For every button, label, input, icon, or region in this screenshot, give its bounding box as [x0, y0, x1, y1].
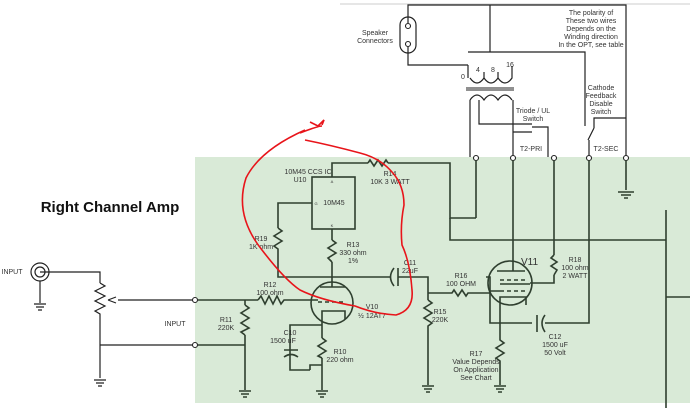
svg-text:R17: R17	[470, 351, 483, 358]
r12-resistor: R12 100 ohm	[256, 282, 318, 306]
svg-text:220K: 220K	[218, 325, 235, 332]
svg-text:10M45 CCS IC: 10M45 CCS IC	[284, 169, 331, 176]
svg-text:1K ohm: 1K ohm	[249, 244, 273, 251]
volume-potentiometer[interactable]	[93, 282, 195, 387]
svg-text:2 WATT: 2 WATT	[563, 273, 589, 280]
svg-text:1%: 1%	[348, 258, 358, 265]
c12-capacitor: C12 1500 uF 50 Volt	[536, 314, 568, 357]
svg-text:Depends on the: Depends on the	[566, 26, 616, 33]
polarity-note: The polarity of These two wires Depends …	[558, 10, 623, 49]
svg-text:R12: R12	[264, 282, 277, 289]
svg-text:Winding direction: Winding direction	[564, 34, 618, 41]
svg-text:V10: V10	[366, 304, 379, 311]
r13-resistor: R13 330 ohm 1%	[326, 239, 367, 265]
input-terminal-label: INPUT	[165, 321, 187, 328]
svg-text:R19: R19	[255, 236, 268, 243]
svg-text:1500 uF: 1500 uF	[542, 342, 568, 349]
svg-text:R11: R11	[220, 317, 232, 324]
svg-text:A: A	[331, 179, 334, 184]
r17-resistor: R17 Value Depends On Application See Cha…	[452, 306, 506, 393]
svg-text:V11: V11	[521, 257, 538, 268]
svg-text:50 Volt: 50 Volt	[544, 350, 565, 357]
svg-text:K: K	[331, 223, 334, 228]
page-title: Right Channel Amp	[41, 199, 180, 216]
cathode-feedback-switch: Cathode Feedback Disable Switch	[586, 85, 626, 157]
triode-ul-switch: Triode / UL Switch	[516, 108, 550, 123]
svg-text:R15: R15	[434, 309, 447, 316]
r18-resistor: R18 100 ohm 2 WATT	[549, 254, 589, 280]
svg-text:C12: C12	[549, 334, 562, 341]
t2-pri-label: T2-PRI	[520, 146, 542, 153]
svg-text:R13: R13	[347, 242, 360, 249]
svg-text:See Chart: See Chart	[460, 375, 492, 382]
svg-text:Value Depends: Value Depends	[452, 359, 500, 366]
svg-text:On Application: On Application	[453, 367, 498, 374]
svg-text:100 ohm: 100 ohm	[561, 265, 588, 272]
svg-text:R14: R14	[384, 171, 397, 178]
svg-text:Disable: Disable	[589, 101, 612, 108]
svg-text:100 ohm: 100 ohm	[256, 290, 283, 297]
svg-text:These two wires: These two wires	[566, 18, 617, 25]
svg-text:1500 uF: 1500 uF	[270, 338, 296, 345]
input-jack: INPUT	[2, 262, 101, 311]
r19-resistor: R19 1K ohm	[249, 227, 284, 252]
svg-text:330 ohm: 330 ohm	[339, 250, 366, 257]
svg-text:0: 0	[461, 74, 465, 81]
r10-resistor: R10 220 ohm	[316, 337, 354, 398]
svg-text:C10: C10	[284, 330, 297, 337]
r16-resistor: R16 100 OHM	[428, 273, 490, 298]
svg-text:In the OPT, see table: In the OPT, see table	[558, 42, 623, 49]
svg-text:220 ohm: 220 ohm	[326, 357, 353, 364]
speaker-connectors: Speaker Connectors	[357, 16, 417, 54]
svg-text:4: 4	[476, 67, 480, 74]
svg-text:R18: R18	[569, 257, 582, 264]
v11-tube: V11	[486, 257, 538, 324]
svg-text:Speaker: Speaker	[362, 30, 389, 37]
red-annotation-circle	[241, 119, 413, 316]
svg-text:INPUT: INPUT	[2, 269, 24, 276]
svg-text:The polarity of: The polarity of	[569, 10, 613, 17]
svg-text:C11: C11	[404, 260, 416, 267]
svg-text:8: 8	[491, 67, 495, 74]
r11-resistor: R11 220K	[218, 304, 251, 398]
svg-text:U10: U10	[294, 177, 307, 184]
svg-text:G: G	[314, 201, 317, 206]
svg-text:Switch: Switch	[591, 109, 612, 116]
svg-text:Triode / UL: Triode / UL	[516, 108, 550, 115]
board-area	[195, 157, 690, 403]
svg-text:100 OHM: 100 OHM	[446, 281, 476, 288]
svg-text:R16: R16	[455, 273, 468, 280]
svg-text:R10: R10	[334, 349, 347, 356]
ground-symbol	[618, 191, 634, 199]
svg-text:220K: 220K	[432, 317, 449, 324]
svg-text:10K 3 WATT: 10K 3 WATT	[370, 179, 410, 186]
t2-sec-label: T2-SEC	[594, 146, 619, 153]
svg-text:Cathode: Cathode	[588, 85, 615, 92]
svg-text:10M45: 10M45	[323, 200, 345, 207]
r15-resistor: R15 220K	[422, 299, 449, 393]
svg-text:16: 16	[506, 62, 514, 69]
c10-capacitor: C10 1500 uF	[270, 330, 299, 358]
svg-text:½ 12AT7: ½ 12AT7	[358, 312, 386, 320]
svg-text:Feedback: Feedback	[586, 93, 617, 100]
svg-text:Switch: Switch	[523, 116, 544, 123]
svg-text:Connectors: Connectors	[357, 38, 393, 45]
output-transformer: 0 4 8 16	[461, 62, 549, 157]
